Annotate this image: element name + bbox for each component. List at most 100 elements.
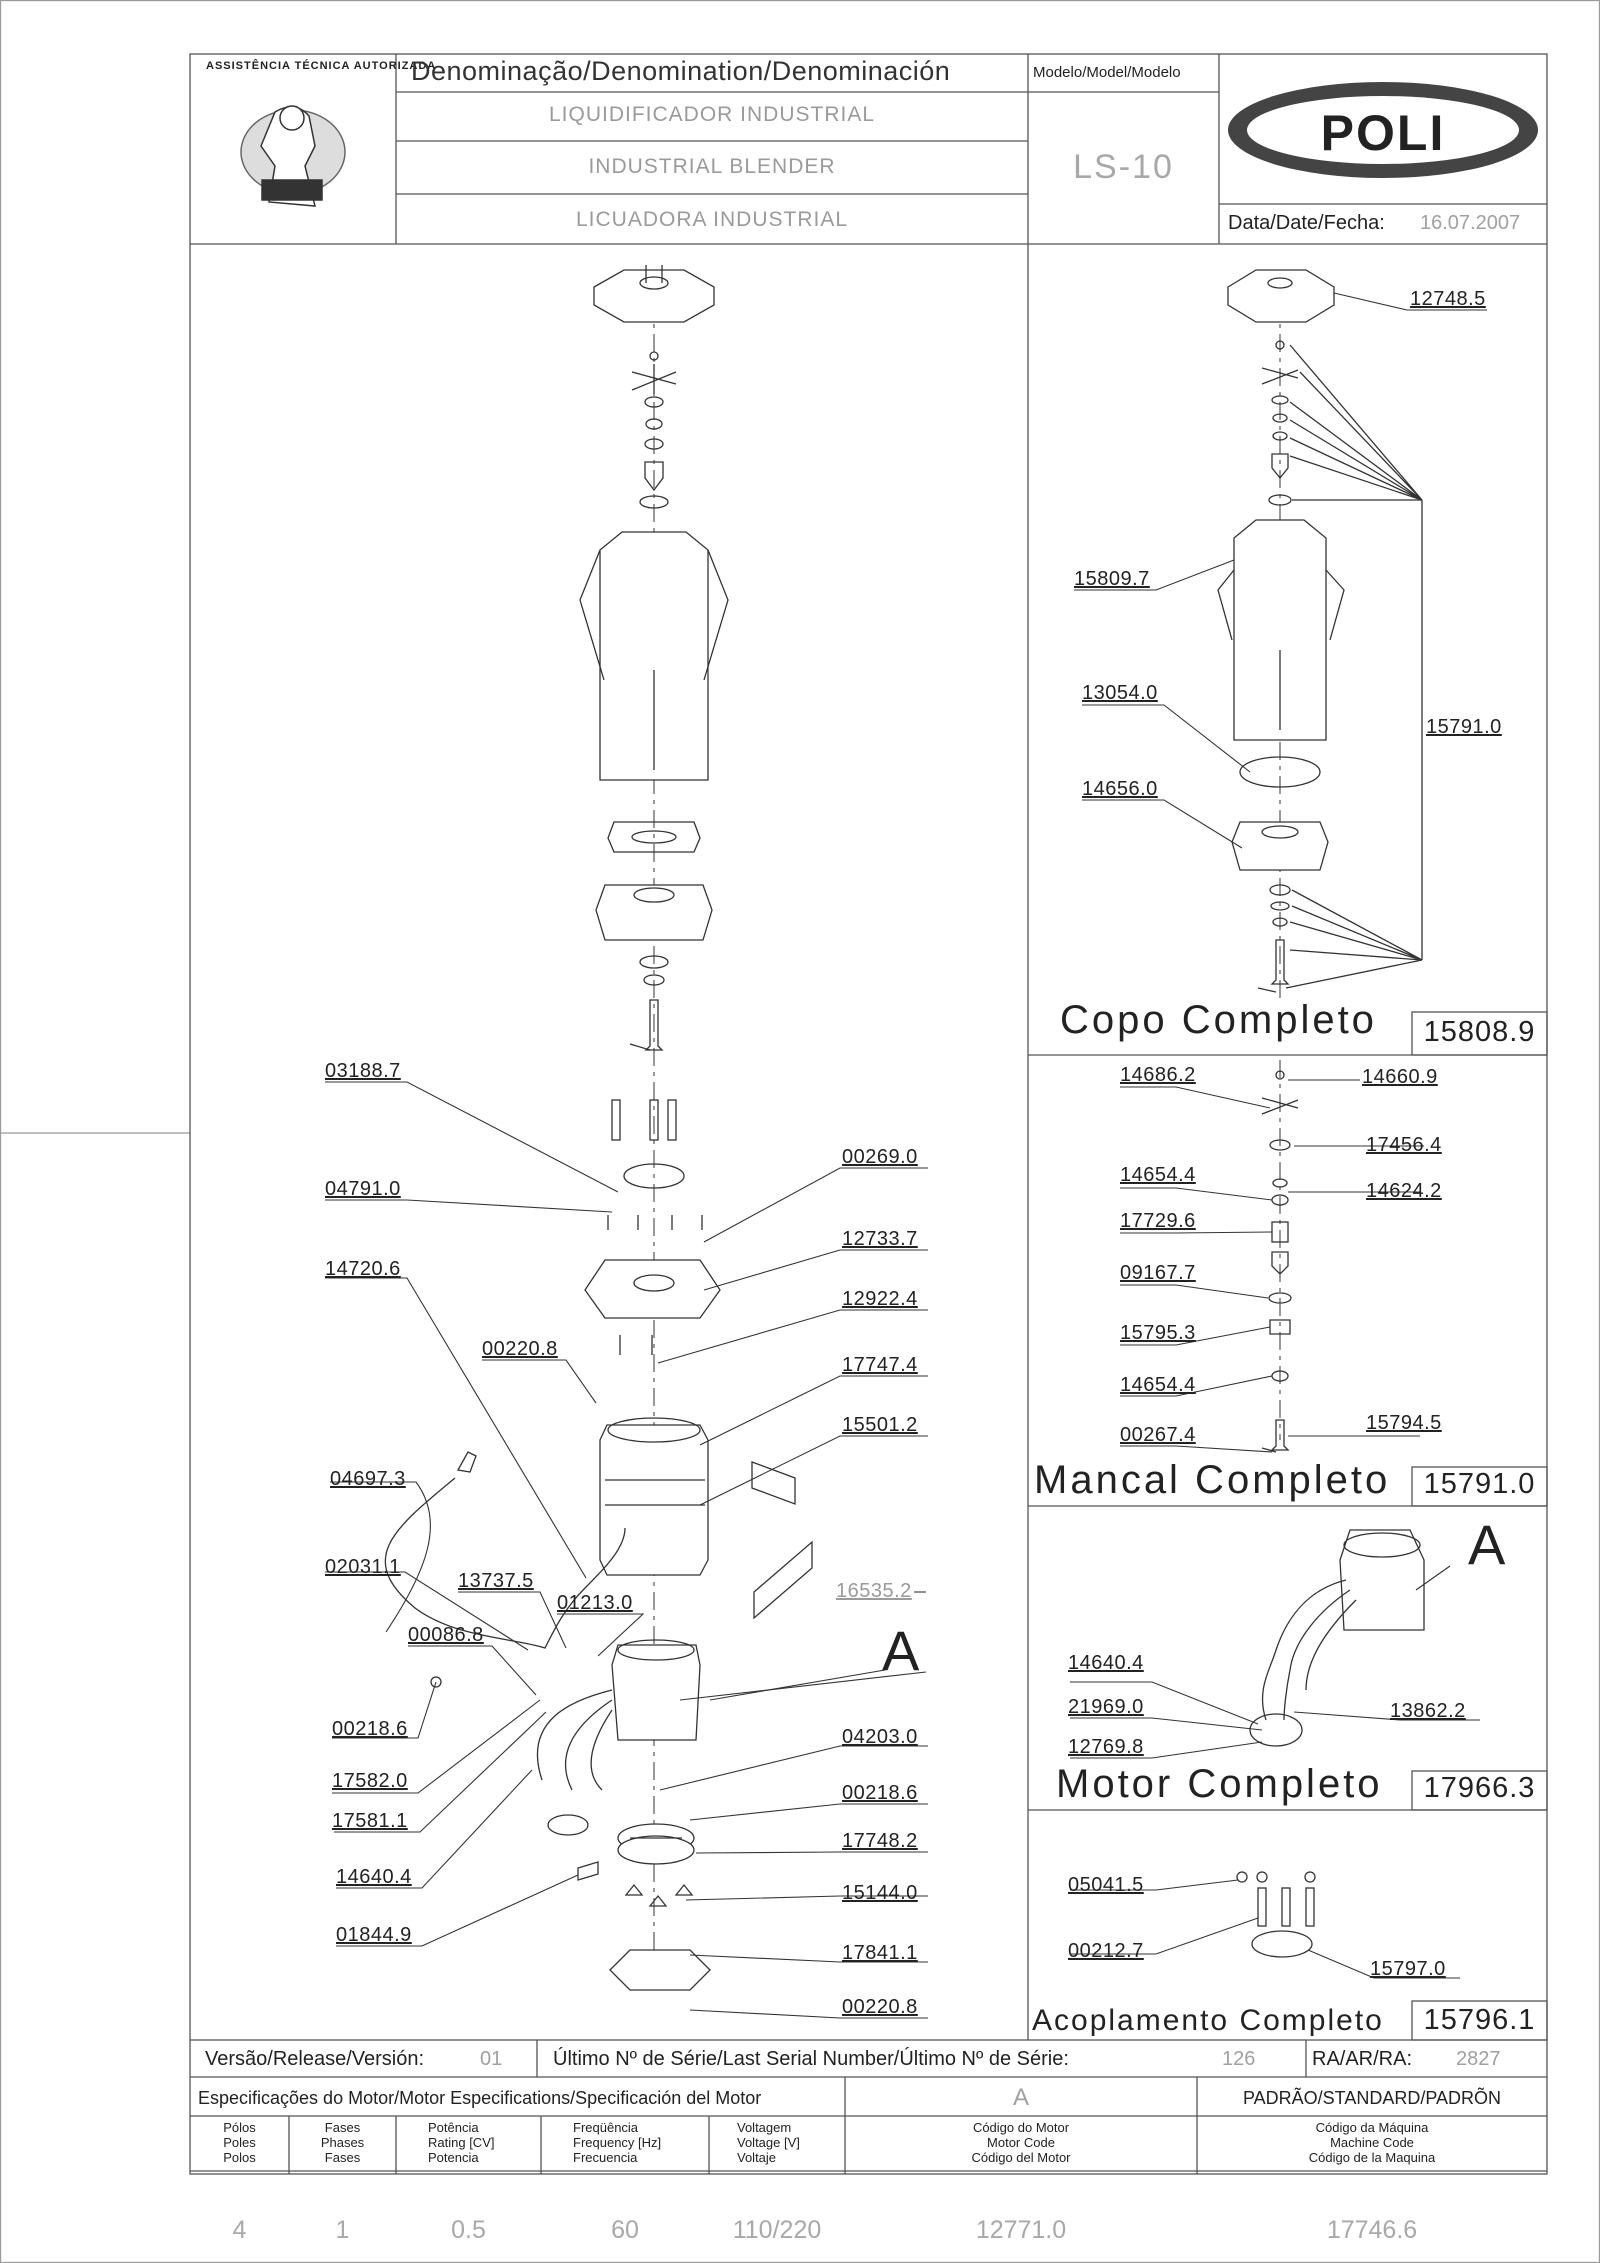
col-machine-code: Código da Máquina Machine Code Código de… [1308, 2120, 1436, 2165]
authorized-service-badge [240, 105, 346, 207]
product-name-es: LICUADORA INDUSTRIAL [575, 208, 849, 231]
part-number: 04697.3 [330, 1468, 406, 1490]
part-number: 17748.2 [842, 1830, 918, 1852]
part-number: 01213.0 [557, 1592, 633, 1614]
acoplamento-title: Acoplamento Completo [1032, 2004, 1384, 2037]
part-number: 12922.4 [842, 1288, 918, 1310]
acoplamento-code: 15796.1 [1423, 2004, 1536, 2036]
model-value: LS-10 [1073, 148, 1174, 186]
standard-label: PADRÃO/STANDARD/PADRÕN [1242, 2088, 1502, 2108]
ra-label: RA/AR/RA: [1312, 2048, 1413, 2070]
part-number: 04203.0 [842, 1726, 918, 1748]
part-number: 03188.7 [325, 1060, 401, 1082]
part-number: 01844.9 [336, 1924, 412, 1946]
serial-value: 126 [1222, 2048, 1256, 2070]
part-number: 00212.7 [1068, 1940, 1144, 1962]
col-motor-code: Código do Motor Motor Code Código del Mo… [971, 2120, 1071, 2165]
part-number: 04791.0 [325, 1178, 401, 1200]
col-power: Potência Rating [CV] Potencia [428, 2120, 495, 2165]
copo-title: Copo Completo [1060, 998, 1377, 1042]
motor-spec-label: Especificações do Motor/Motor Especifica… [198, 2088, 762, 2108]
acoplamento-completo-view [1236, 1871, 1316, 1958]
col-poles: Pólos Poles Polos [223, 2120, 256, 2165]
part-number: 13737.5 [458, 1570, 534, 1592]
part-number: 00220.8 [482, 1338, 558, 1360]
part-number: 09167.7 [1120, 1262, 1196, 1284]
part-number: 16535.2 [836, 1580, 912, 1602]
mancal-completo-view [1261, 1060, 1299, 1453]
part-number: 14640.4 [1068, 1652, 1144, 1674]
phases-value: 1 [335, 2216, 350, 2244]
part-number: 14660.9 [1362, 1066, 1438, 1088]
main-exploded-view [384, 265, 813, 1991]
motor-code-value: 12771.0 [975, 2216, 1067, 2244]
motor-letter: A [1012, 2084, 1029, 2111]
power-value: 0.5 [451, 2216, 486, 2244]
copo-completo-view [1217, 269, 1423, 1000]
part-number: 00086.8 [408, 1624, 484, 1646]
part-number: 14624.2 [1366, 1180, 1442, 1202]
part-number: 15791.0 [1426, 716, 1502, 738]
date-label: Data/Date/Fecha: [1228, 212, 1385, 234]
part-number: 17581.1 [332, 1810, 408, 1832]
col-phases: Fases Phases Fases [320, 2120, 365, 2165]
version-label: Versão/Release/Versión: [205, 2048, 425, 2070]
motor-title: Motor Completo [1056, 1762, 1383, 1806]
mancal-title: Mancal Completo [1034, 1458, 1391, 1502]
badge-text: ASSISTÊNCIA TÉCNICA AUTORIZADA [206, 60, 437, 72]
mancal-code: 15791.0 [1423, 1468, 1536, 1500]
poles-value: 4 [232, 2216, 247, 2244]
copo-code: 15808.9 [1423, 1016, 1536, 1048]
part-number: 15795.3 [1120, 1322, 1196, 1344]
part-number: 14656.0 [1082, 778, 1158, 800]
frequency-value: 60 [611, 2216, 639, 2244]
ra-value: 2827 [1456, 2048, 1501, 2070]
part-number: 14654.4 [1120, 1374, 1196, 1396]
part-number: 02031.1 [325, 1556, 401, 1578]
part-number: 14686.2 [1120, 1064, 1196, 1086]
part-number: 12769.8 [1068, 1736, 1144, 1758]
motor-callout-a: A [1468, 1513, 1506, 1576]
col-frequency: Freqüência Frequency [Hz] Frecuencia [573, 2120, 662, 2165]
part-number: 17456.4 [1366, 1134, 1442, 1156]
part-number: 21969.0 [1068, 1696, 1144, 1718]
serial-label: Último Nº de Série/Last Serial Number/Úl… [553, 2048, 1069, 2070]
callout-a: A [882, 1619, 920, 1682]
part-number: 17729.6 [1120, 1210, 1196, 1232]
part-number: 15797.0 [1370, 1958, 1446, 1980]
part-number: 00218.6 [842, 1782, 918, 1804]
motor-code: 17966.3 [1423, 1772, 1536, 1804]
part-number: 00267.4 [1120, 1424, 1196, 1446]
part-number: 05041.5 [1068, 1874, 1144, 1896]
date-value: 16.07.2007 [1420, 212, 1521, 234]
part-number: 15501.2 [842, 1414, 918, 1436]
part-number: 14640.4 [336, 1866, 412, 1888]
part-number: 00218.6 [332, 1718, 408, 1740]
version-value: 01 [480, 2048, 503, 2070]
part-number: 17747.4 [842, 1354, 918, 1376]
part-number: 12748.5 [1410, 288, 1486, 310]
product-name-en: INDUSTRIAL BLENDER [588, 155, 836, 178]
poli-logo [1228, 82, 1538, 178]
denomination-label: Denominação/Denomination/Denominación [411, 56, 951, 86]
model-label: Modelo/Model/Modelo [1033, 64, 1181, 81]
part-number: 15144.0 [842, 1882, 918, 1904]
part-number: 15809.7 [1074, 568, 1150, 590]
part-number: 15794.5 [1366, 1412, 1442, 1434]
callout-leaders [325, 292, 1487, 2019]
brand-name: POLI [1320, 105, 1446, 161]
voltage-value: 110/220 [732, 2216, 822, 2244]
part-number: 13054.0 [1082, 682, 1158, 704]
part-number: 13862.2 [1390, 1700, 1466, 1722]
part-number: 00220.8 [842, 1996, 918, 2018]
col-voltage: Voltagem Voltage [V] Voltaje [737, 2120, 800, 2165]
part-number: 14654.4 [1120, 1164, 1196, 1186]
part-number: 12733.7 [842, 1228, 918, 1250]
machine-code-value: 17746.6 [1326, 2216, 1418, 2244]
part-number: 17841.1 [842, 1942, 918, 1964]
product-name-pt: LIQUIDIFICADOR INDUSTRIAL [548, 103, 876, 126]
part-number: 17582.0 [332, 1770, 408, 1792]
part-number: 00269.0 [842, 1146, 918, 1168]
